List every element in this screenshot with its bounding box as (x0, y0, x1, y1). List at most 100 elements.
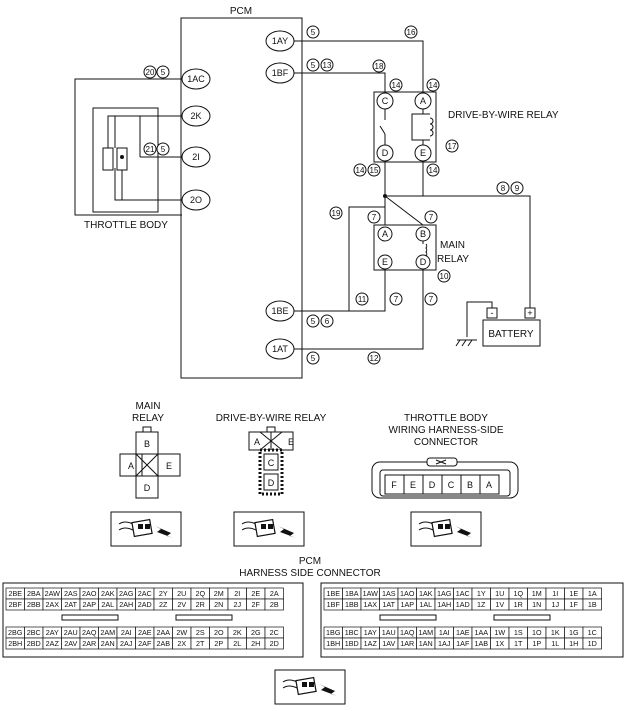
pcm-pin-label: 1BE (271, 306, 288, 316)
ground-icon (455, 339, 477, 347)
pcm-connector-pin: 1AM (416, 626, 436, 639)
pcm-connector-pin: 2B (264, 598, 284, 611)
pcm-connector-pin-label: 2AA (156, 628, 170, 637)
pcm-connector-pin: 2AO (79, 587, 99, 600)
pcm-connector-pin: 2I (227, 587, 247, 600)
pcm-connector-pin-label: 1BA (345, 589, 359, 598)
pcm-connector-pin: 1C (582, 626, 602, 639)
wire-marker: 16 (404, 25, 418, 39)
pcm-connector-pin-label: 2AB (156, 639, 170, 648)
pcm-connector-pin-label: 2BE (8, 589, 22, 598)
pcm-connector-pin-label: 1L (551, 639, 559, 648)
main-relay-connector-title-1: MAIN (136, 401, 161, 412)
wire-marker: 7 (367, 210, 381, 224)
wire-marker: 15 (367, 163, 381, 177)
main-relay-pin: B (144, 439, 150, 449)
pcm-pin-1BE: 1BE (265, 300, 295, 322)
pcm-connector-pin: 1V (490, 598, 510, 611)
battery: - + BATTERY (455, 301, 541, 347)
svg-text:7: 7 (394, 295, 399, 304)
pcm-connector-pin: 1AV (379, 637, 399, 650)
pcm-connector-pin-label: 1AN (419, 639, 433, 648)
pcm-connector-pin-label: 1AJ (438, 639, 451, 648)
pcm-connector-pin-label: 1A (588, 589, 597, 598)
pcm-connector-pin-label: 1M (532, 589, 542, 598)
pcm-connector-pin-label: 2V (177, 600, 186, 609)
pcm-connector-pin-label: 1BB (345, 600, 359, 609)
pcm-connector-pin: 1AN (416, 637, 436, 650)
svg-text:12: 12 (370, 354, 379, 363)
main-relay-connector-title-2: RELAY (132, 413, 164, 424)
pcm-connector-pin-label: 1AT (382, 600, 395, 609)
pcm-connector-pin-label: 1N (532, 600, 541, 609)
pcm-connector-pin: 1AE (453, 626, 473, 639)
svg-text:16: 16 (407, 28, 416, 37)
pcm-connector-pin: 1AR (397, 637, 417, 650)
pcm-connector-pin: 1N (527, 598, 547, 611)
wire-marker: 9 (510, 181, 524, 195)
pcm-connector-pin: 1AS (379, 587, 399, 600)
pcm-connector-pin: 1BA (342, 587, 362, 600)
pcm-connector-pin-label: 2AP (82, 600, 96, 609)
pcm-connector-pin: 2AX (42, 598, 62, 611)
main-terminal-d: D (420, 257, 427, 267)
pcm-connector-pin: 2AU (61, 626, 81, 639)
pcm-connector-pin-label: 2AQ (82, 628, 97, 637)
pcm-connector-pin: 1G (564, 626, 584, 639)
pcm-connector-pin: 1AZ (360, 637, 380, 650)
pcm-connector-pin-label: 1AA (474, 628, 488, 637)
svg-text:7: 7 (372, 213, 377, 222)
pcm-connector-pin: 1BF (323, 598, 343, 611)
pcm-connector-pin: 2P (209, 637, 229, 650)
pcm-connector-pin-label: 1BF (327, 600, 341, 609)
main-relay-pin: E (166, 461, 172, 471)
pcm-connector-pin-label: 2AL (101, 600, 114, 609)
wire-marker: 12 (367, 351, 381, 365)
svg-text:7: 7 (429, 213, 434, 222)
pcm-connector-pin-label: 1AC (456, 589, 470, 598)
wire-marker: 14 (426, 78, 440, 92)
wire-marker: 14 (426, 163, 440, 177)
wire-marker: 5 (156, 142, 170, 156)
pcm-connector-pin-label: 1AD (456, 600, 470, 609)
throttle-body: THROTTLE BODY (84, 107, 168, 231)
svg-text:5: 5 (311, 354, 316, 363)
wire-marker: 5 (306, 314, 320, 328)
pcm-connector-pin-label: 2N (214, 600, 223, 609)
pcm-connector-pin: 1AY (360, 626, 380, 639)
pcm-connector-pin: 2BD (24, 637, 44, 650)
pcm-connector-pin: 1AW (360, 587, 380, 600)
pcm-connector-pin-label: 1AY (364, 628, 377, 637)
pcm-connector-pin-label: 2P (214, 639, 223, 648)
pcm-connector-pin: 1AP (397, 598, 417, 611)
pcm-connector-pin-label: 1V (495, 600, 504, 609)
pcm-connector-pin: 1P (527, 637, 547, 650)
pcm-connector-pin: 2AP (79, 598, 99, 611)
connector-key-bar (61, 614, 119, 621)
pcm-connector-pin-label: 1BC (345, 628, 359, 637)
dbw-relay: C A D E DRIVE-BY-WIRE RELAY (373, 91, 559, 163)
pcm-connector-pin-label: 2AZ (46, 639, 60, 648)
pcm-connector-pin-label: 1AS (382, 589, 396, 598)
throttle-pin: D (429, 480, 436, 490)
pcm-connector-pin-label: 2AO (82, 589, 97, 598)
pcm-connector-pin: 2AG (116, 587, 136, 600)
pcm-connector-pin: 1X (490, 637, 510, 650)
pcm-connector-pin: 2AR (79, 637, 99, 650)
pcm-connector-pin-label: 1AZ (364, 639, 378, 648)
pcm-connector-pin-label: 2AW (45, 589, 61, 598)
pcm-connector-pin-label: 2BG (8, 628, 23, 637)
dbw-relay-pin: E (288, 437, 294, 447)
pcm-connector-pin-label: 2F (252, 600, 261, 609)
main-relay-label-2: RELAY (437, 254, 469, 265)
pcm-connector-pin: 1H (564, 637, 584, 650)
throttle-connector-title-3: CONNECTOR (414, 437, 478, 448)
throttle-connector: THROTTLE BODY WIRING HARNESS-SIDE CONNEC… (371, 413, 519, 499)
pcm-pin-1AT: 1AT (265, 338, 295, 360)
wire-marker: 20 (143, 65, 157, 79)
svg-text:14: 14 (429, 81, 438, 90)
pcm-connector-pin-label: 1W (494, 628, 505, 637)
pcm-connector-pin-label: 2U (177, 589, 186, 598)
pcm-connector-pin: 1M (527, 587, 547, 600)
pcm-connector-pin: 1AL (416, 598, 436, 611)
